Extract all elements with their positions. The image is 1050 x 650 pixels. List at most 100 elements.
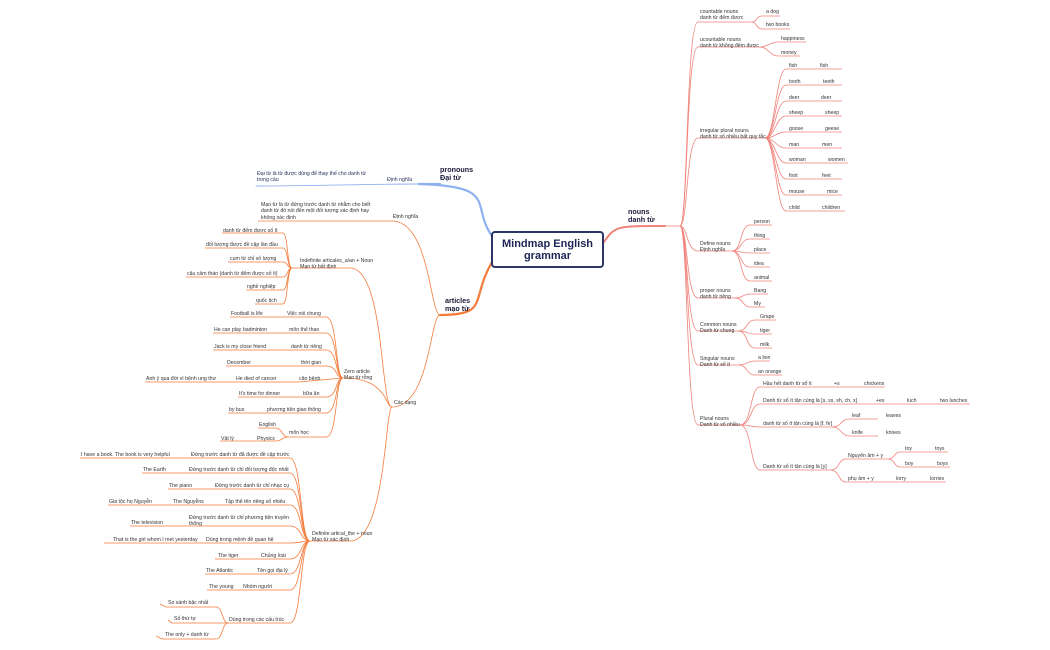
irregular-plural[interactable]: mice	[827, 189, 838, 195]
root-topic[interactable]: Mindmap English grammar	[491, 231, 604, 268]
plural-example[interactable]: chickens	[864, 381, 885, 387]
definite-rule-label[interactable]: Tập thể tên riêng số nhiều	[225, 499, 286, 505]
zero-rule-label[interactable]: danh từ riêng	[291, 344, 322, 350]
definite-article-node[interactable]: Definite artical_the + noun Mạo từ xác đ…	[312, 531, 372, 544]
indefinite-item[interactable]: đối tượng được đề cập lần đầu	[206, 242, 278, 248]
plural-sub-rule[interactable]: Nguyên âm + y	[848, 453, 884, 459]
definite-rule-label[interactable]: Đứng trước danh từ chỉ đối tượng độc nhấ…	[189, 467, 289, 473]
plural-singular[interactable]: boy	[905, 461, 914, 467]
plural-example[interactable]: two lunches	[940, 398, 968, 404]
irregular-singular[interactable]: tooth	[789, 79, 801, 85]
indefinite-item[interactable]: câu cảm thán (danh từ đếm được số ít)	[187, 271, 278, 277]
pronouns-topic[interactable]: pronouns Đại từ	[440, 165, 473, 182]
zero-rule-label[interactable]: Việc nói chung	[287, 311, 321, 317]
plural-rule-label[interactable]: Hầu hết danh từ số ít	[763, 381, 812, 387]
uncountable-nouns-node[interactable]: ucountable nouns danh từ không đếm được	[700, 37, 759, 50]
definite-example[interactable]: The Nguyễns	[173, 499, 204, 505]
plural-rule-label[interactable]: Danh từ số ít tận cùng là [y]	[763, 464, 827, 470]
pronouns-definition-text[interactable]: Đại từ là từ được dùng để thay thế cho d…	[257, 171, 366, 184]
plural-rule-label[interactable]: Danh từ số ít tận cùng là [s, ss, sh, ch…	[763, 398, 858, 404]
indefinite-item[interactable]: cụm từ chỉ số lượng	[230, 256, 277, 262]
common-item[interactable]: tiger	[760, 328, 771, 334]
countable-nouns-node[interactable]: countable nouns danh từ đếm được	[700, 9, 743, 22]
definite-structure-item[interactable]: So sánh bậc nhất	[168, 600, 209, 606]
definite-example[interactable]: The tiger	[218, 553, 239, 559]
uncountable-item[interactable]: money	[781, 50, 797, 56]
zero-rule-label[interactable]: môn thể thao	[289, 327, 320, 333]
plural-singular[interactable]: lorry	[896, 476, 907, 482]
define-item[interactable]: idea	[754, 261, 764, 267]
plural-rule-label[interactable]: danh từ số ít tận cùng là [f, fe]	[763, 421, 832, 427]
irregular-plural[interactable]: geese	[825, 126, 840, 132]
plural-plural[interactable]: toys	[935, 446, 945, 452]
proper-item[interactable]: My	[754, 301, 761, 307]
definite-example-translation[interactable]: Gia tộc họ Nguyễn	[109, 499, 152, 505]
countable-item[interactable]: two books	[766, 22, 790, 28]
zero-subject-item[interactable]: English	[259, 422, 277, 428]
zero-example[interactable]: December	[227, 360, 251, 366]
zero-example[interactable]: It's time for dinner	[239, 391, 281, 397]
define-item[interactable]: animal	[754, 275, 770, 281]
indefinite-articles-node[interactable]: Indefinite articales_a/an + Noun Mạo từ …	[300, 258, 373, 271]
irregular-singular[interactable]: goose	[789, 126, 804, 132]
common-item[interactable]: Grape	[760, 314, 775, 320]
definite-example[interactable]: That is the girl whom I met yesterday	[113, 537, 198, 543]
common-nouns-node[interactable]: Common nouns Danh từ chung	[700, 322, 737, 335]
indefinite-item[interactable]: quốc tịch	[256, 298, 277, 304]
definite-structure-item[interactable]: The only + danh từ	[165, 632, 209, 638]
definite-rule-label[interactable]: Đứng trước danh từ chỉ phương tiện truyề…	[189, 515, 289, 528]
define-item[interactable]: place	[754, 247, 767, 253]
definite-example[interactable]: I have a book. The book is very helpful	[81, 452, 170, 458]
countable-item[interactable]: a dog	[766, 9, 779, 15]
zero-subject-translation[interactable]: Vật lý	[221, 436, 234, 442]
definite-example[interactable]: The piano	[169, 483, 193, 489]
zero-rule-label[interactable]: phương tiện giao thông	[267, 407, 321, 413]
pronouns-definition-label[interactable]: Định nghĩa	[387, 177, 413, 183]
irregular-singular[interactable]: mouse	[789, 189, 805, 195]
zero-rule-label[interactable]: căn bệnh	[299, 376, 321, 382]
plural-singular[interactable]: leaf	[852, 413, 861, 419]
irregular-singular[interactable]: woman	[789, 157, 806, 163]
irregular-plural[interactable]: feet	[822, 173, 831, 179]
common-item[interactable]: milk	[760, 342, 770, 348]
singular-item[interactable]: a lion	[758, 355, 771, 361]
irregular-plural[interactable]: children	[822, 205, 841, 211]
definite-structures-label[interactable]: Dùng trong các cấu trúc	[229, 617, 285, 623]
zero-subject-label[interactable]: môn học	[289, 430, 309, 436]
irregular-plural[interactable]: women	[828, 157, 845, 163]
plural-singular[interactable]: knife	[852, 430, 863, 436]
plural-nouns-node[interactable]: Plural nouns Danh từ số nhiều	[700, 416, 740, 429]
zero-example[interactable]: Football is life	[231, 311, 263, 317]
definite-rule-label[interactable]: Đứng trước danh từ chỉ nhạc cụ	[215, 483, 290, 489]
plural-singular[interactable]: toy	[905, 446, 912, 452]
plural-suffix[interactable]: +es	[876, 398, 885, 404]
plural-plural[interactable]: boys	[937, 461, 948, 467]
define-item[interactable]: person	[754, 219, 770, 225]
indefinite-item[interactable]: nghề nghiệp	[247, 284, 276, 290]
irregular-plural[interactable]: sheep	[825, 110, 840, 116]
zero-subject-item[interactable]: Physics	[257, 436, 275, 442]
zero-rule-label[interactable]: thời gian	[301, 360, 322, 366]
zero-article-node[interactable]: Zero article Mạo từ rỗng	[344, 369, 372, 382]
plural-example[interactable]: luch	[907, 398, 917, 404]
zero-rule-label[interactable]: bữa ăn	[303, 391, 320, 397]
define-nouns-node[interactable]: Define nouns Định nghĩa	[700, 241, 731, 254]
irregular-plural-node[interactable]: irregular plural nouns danh từ số nhiều …	[700, 128, 766, 141]
irregular-singular[interactable]: child	[789, 205, 800, 211]
plural-plural[interactable]: knives	[886, 430, 901, 436]
articles-topic[interactable]: articles mạo từ	[445, 296, 470, 313]
irregular-singular[interactable]: sheep	[789, 110, 804, 116]
irregular-plural[interactable]: deer	[821, 95, 832, 101]
zero-example-translation[interactable]: Anh ý qua đời vì bệnh ung thư	[146, 376, 217, 382]
define-item[interactable]: thing	[754, 233, 766, 239]
plural-sub-rule[interactable]: phụ âm + y	[848, 476, 874, 482]
plural-plural[interactable]: lorries	[930, 476, 945, 482]
irregular-singular[interactable]: foot	[789, 173, 798, 179]
irregular-singular[interactable]: man	[789, 142, 800, 148]
zero-example[interactable]: Jack is my close friend	[214, 344, 267, 350]
zero-example[interactable]: He died of cancer	[236, 376, 277, 382]
definite-example[interactable]: The Atlantic	[206, 568, 234, 574]
singular-item[interactable]: an orange	[758, 369, 782, 375]
plural-suffix[interactable]: +s	[834, 381, 840, 387]
articles-definition-text[interactable]: Mạo từ là từ đứng trước danh từ nhằm cho…	[261, 202, 370, 221]
